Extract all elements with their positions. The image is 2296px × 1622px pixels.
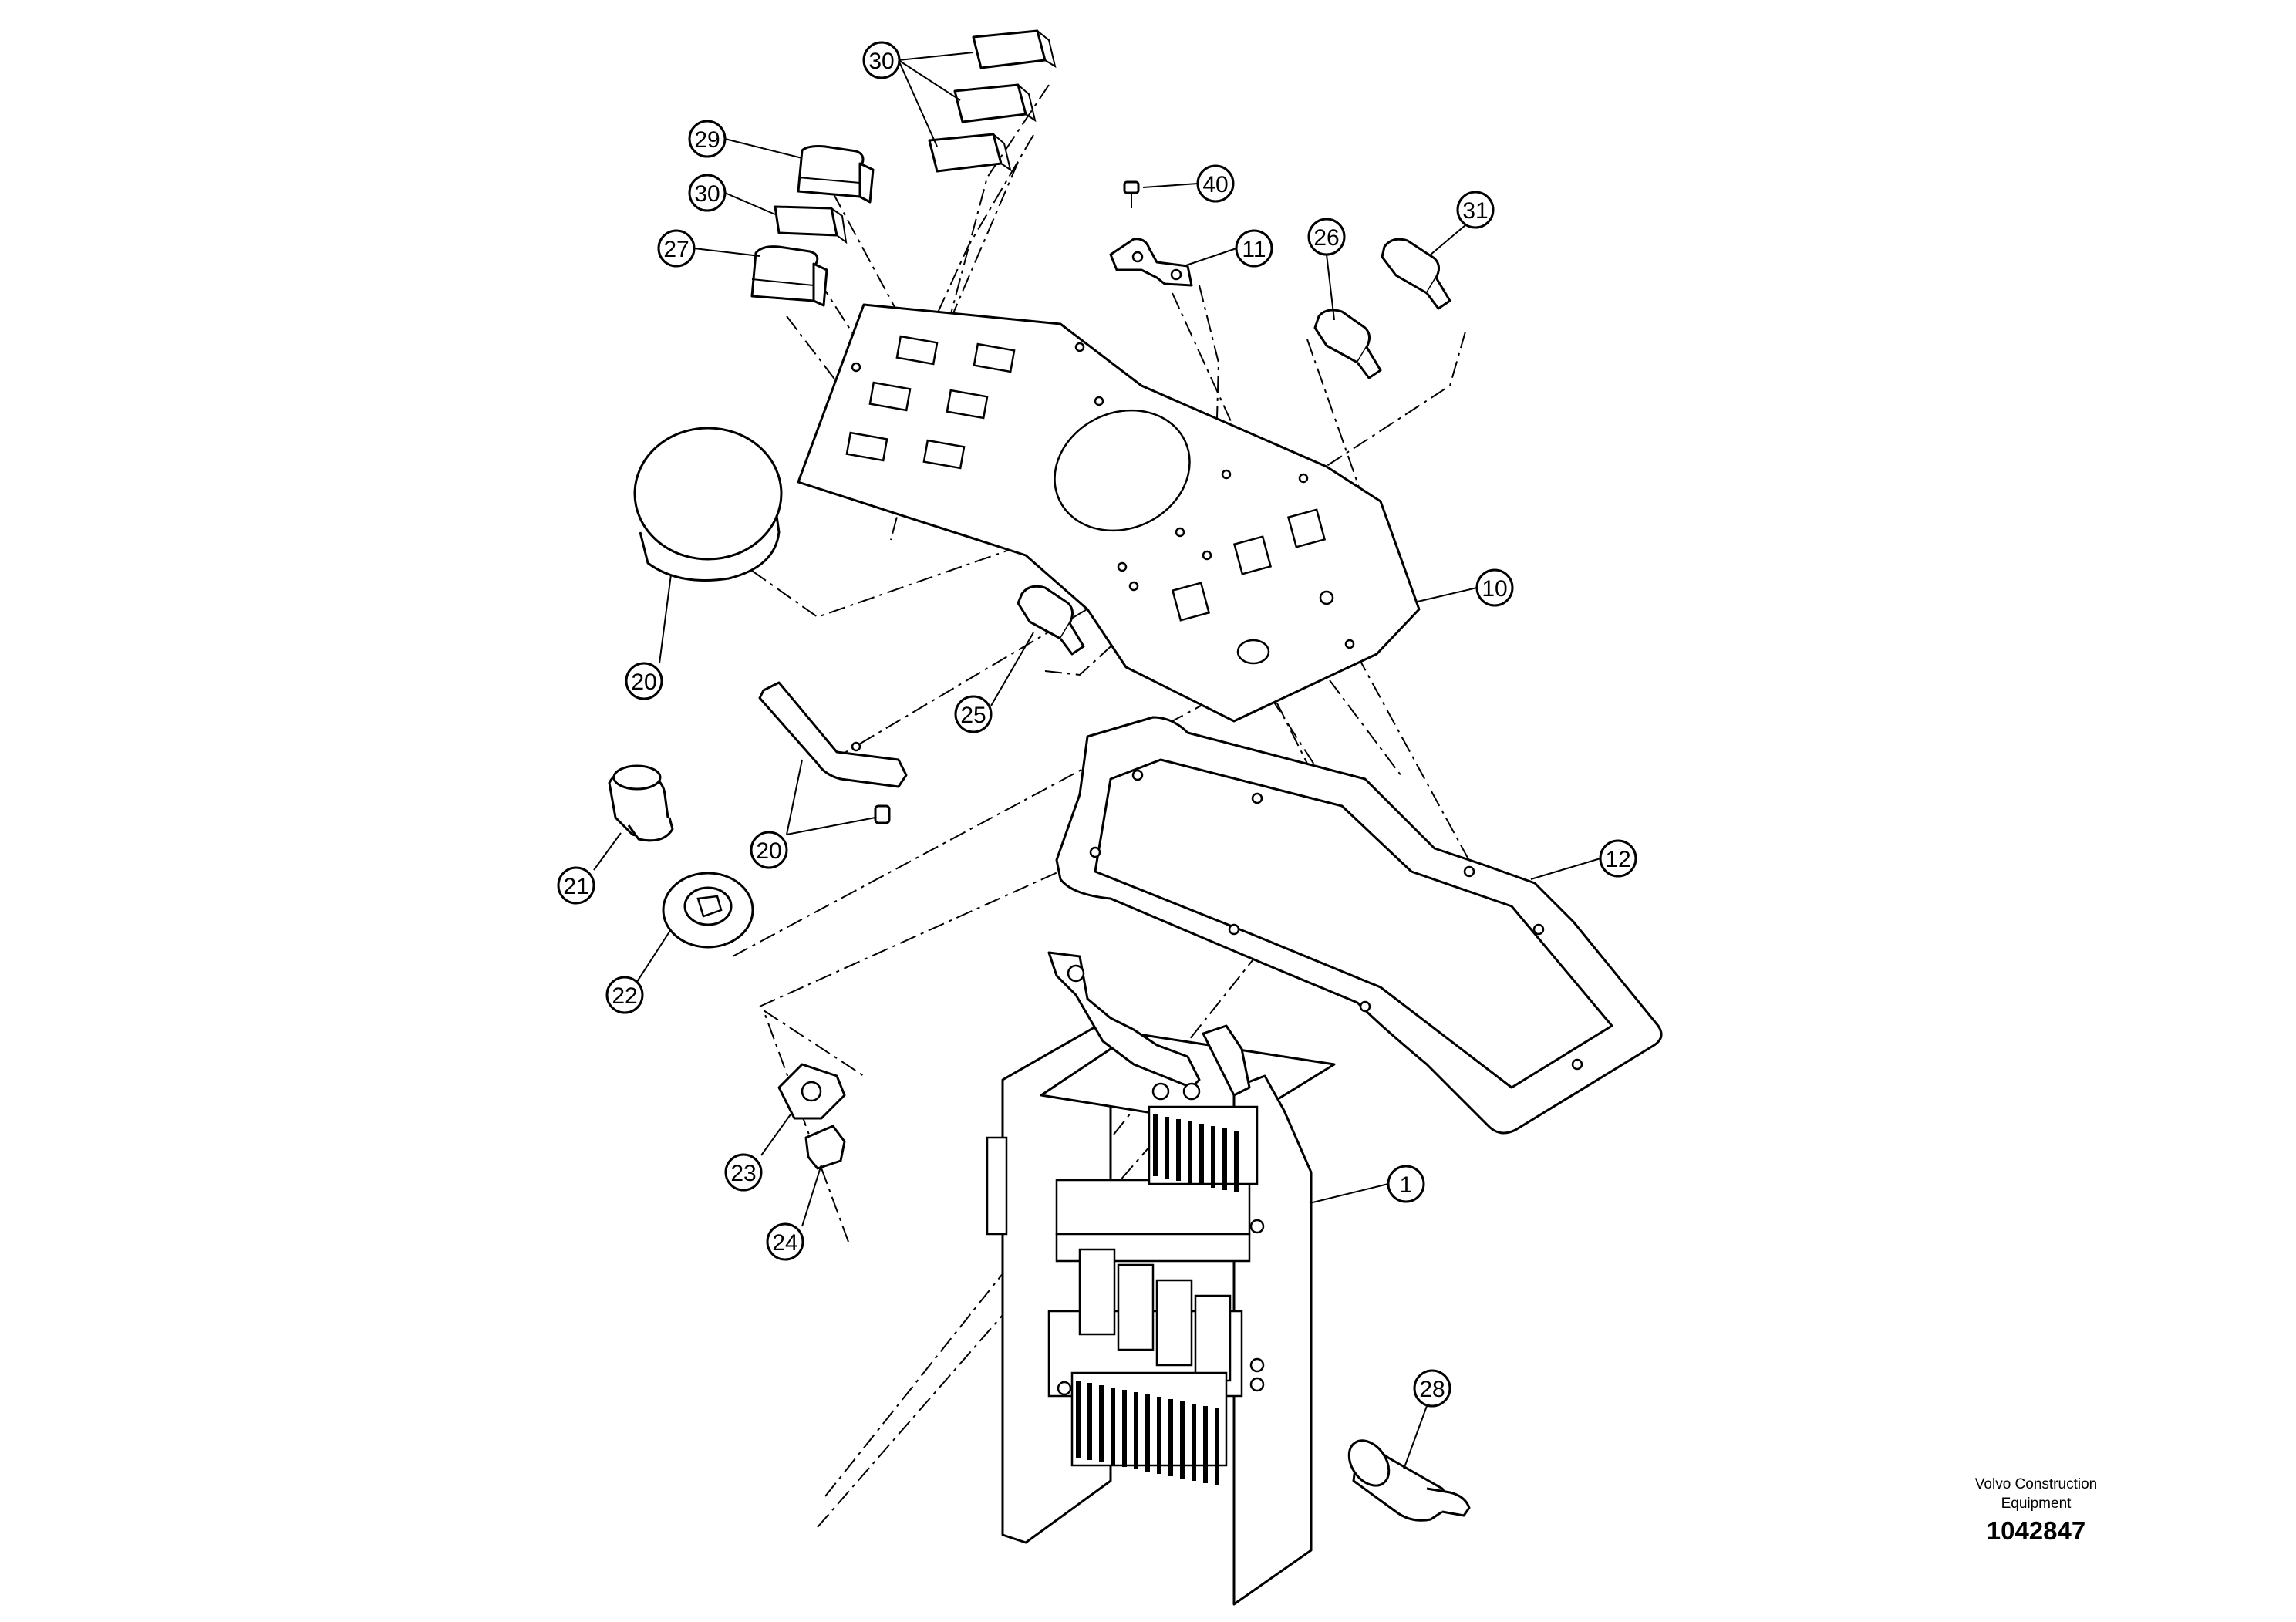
callout-23: 23 xyxy=(724,1153,763,1192)
callout-31: 31 xyxy=(1456,191,1495,229)
callout-20-bracket: 20 xyxy=(750,831,788,869)
callout-label: 30 xyxy=(868,49,894,74)
callout-label: 23 xyxy=(730,1161,756,1186)
drawing-number: 1042847 xyxy=(1986,1516,2086,1545)
callout-25: 25 xyxy=(954,695,993,733)
callout-30-middle: 30 xyxy=(688,174,727,212)
leader-lines xyxy=(593,52,1601,1470)
callout-label: 10 xyxy=(1482,576,1507,602)
brand-label: Volvo Construction Equipment xyxy=(1913,1475,2159,1513)
callout-label: 40 xyxy=(1202,172,1228,197)
small-bracket xyxy=(758,681,908,824)
bracket-11 xyxy=(1109,180,1193,287)
callout-label: 11 xyxy=(1242,237,1266,262)
callout-label: 30 xyxy=(694,181,720,207)
callout-26: 26 xyxy=(1307,218,1346,256)
key-switch xyxy=(1347,1439,1471,1522)
callout-21: 21 xyxy=(557,866,595,905)
callout-30-top: 30 xyxy=(862,41,901,79)
callout-label: 29 xyxy=(694,127,720,153)
callout-11: 11 xyxy=(1235,229,1273,268)
callout-12: 12 xyxy=(1599,839,1637,878)
electrical-box xyxy=(986,951,1336,1606)
callout-29: 29 xyxy=(688,120,727,158)
lighter-21 xyxy=(608,764,754,949)
callout-22: 22 xyxy=(605,976,644,1014)
callout-28: 28 xyxy=(1413,1369,1451,1408)
callout-20-cap: 20 xyxy=(625,662,663,700)
callout-24: 24 xyxy=(766,1222,804,1261)
callout-label: 28 xyxy=(1419,1377,1445,1402)
callout-10: 10 xyxy=(1475,568,1514,607)
callout-label: 21 xyxy=(563,874,588,899)
callout-label: 26 xyxy=(1313,225,1339,251)
callout-label: 27 xyxy=(663,237,689,262)
callout-label: 1 xyxy=(1400,1172,1413,1198)
callout-label: 20 xyxy=(631,669,656,695)
callout-27: 27 xyxy=(657,229,696,268)
bracket-23 xyxy=(777,1063,846,1170)
callout-label: 31 xyxy=(1462,198,1488,224)
knob-cap xyxy=(633,427,783,582)
brand-line-1: Volvo Construction xyxy=(1974,1476,2098,1492)
callout-40: 40 xyxy=(1196,164,1235,203)
switch-covers xyxy=(774,29,1057,244)
rocker-switches xyxy=(750,145,875,307)
callout-1: 1 xyxy=(1387,1165,1425,1203)
callout-label: 25 xyxy=(960,703,986,728)
callout-label: 20 xyxy=(756,838,781,864)
callout-label: 24 xyxy=(772,1230,797,1256)
callout-label: 12 xyxy=(1605,847,1630,872)
small-switches xyxy=(1017,238,1451,656)
callout-label: 22 xyxy=(612,983,637,1009)
gasket-frame xyxy=(1055,716,1663,1135)
main-panel xyxy=(797,303,1421,723)
brand-line-2: Equipment xyxy=(2001,1496,2072,1512)
